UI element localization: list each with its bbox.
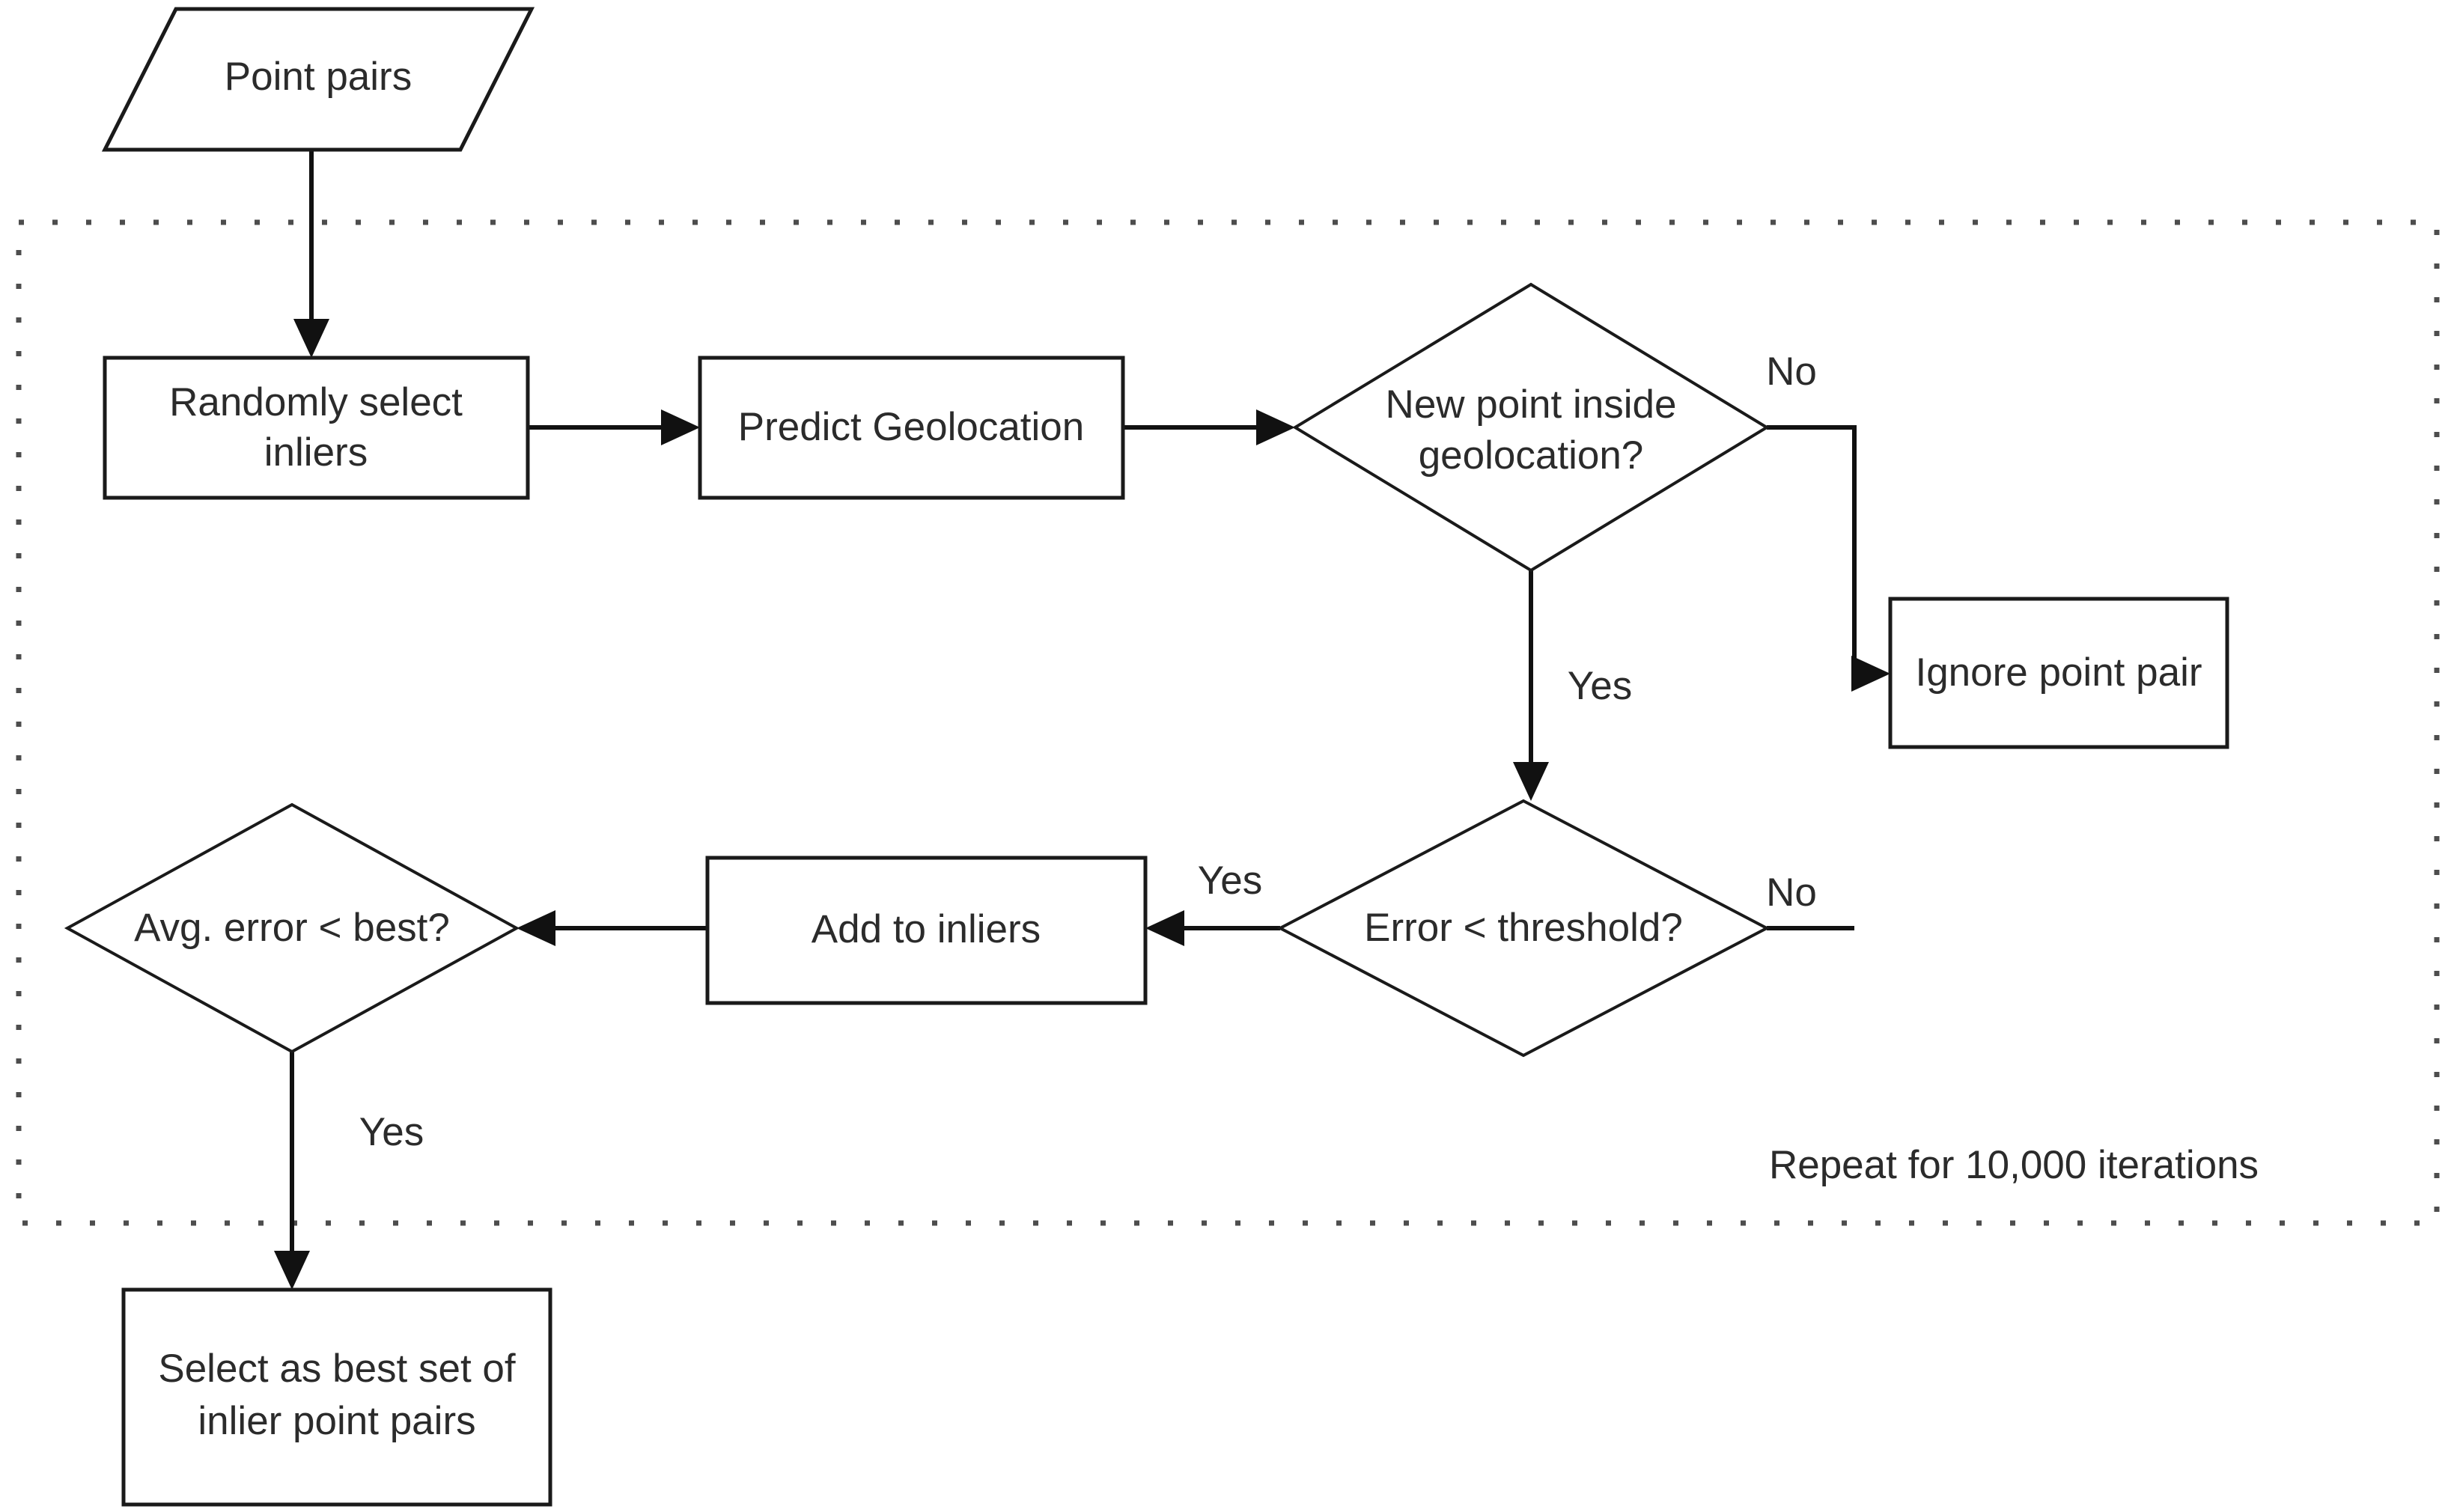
node-error-threshold-label: Error < threshold? — [1364, 906, 1683, 950]
node-select-best-set-label-line1: Select as best set of — [158, 1347, 516, 1391]
node-add-to-inliers-label: Add to inliers — [812, 907, 1041, 951]
node-randomly-select-inliers-label-line1: Randomly select — [169, 380, 463, 424]
node-ignore-point-pair[interactable] — [1888, 597, 2229, 749]
node-select-best-set-label-line2: inlier point pairs — [198, 1399, 475, 1443]
edge-label-avg-yes: Yes — [359, 1110, 424, 1154]
node-point-pairs-label: Point pairs — [225, 55, 412, 99]
node-avg-error-best[interactable] — [64, 802, 520, 1054]
node-predict-geolocation-label: Predict Geolocation — [738, 405, 1085, 449]
arrowhead-pointpairs-to-select — [293, 319, 329, 358]
loop-region-border — [16, 219, 2440, 1226]
node-predict-geolocation[interactable] — [698, 356, 1125, 500]
arrowhead-errorcheck-yes-to-addinliers — [1145, 910, 1184, 946]
edge-label-geolocation-no: No — [1766, 350, 1817, 394]
arrowhead-geocheck-yes-to-errorcheck — [1513, 762, 1549, 801]
edge-label-error-yes: Yes — [1198, 859, 1262, 903]
node-randomly-select-inliers[interactable] — [103, 356, 530, 500]
node-error-threshold[interactable] — [1276, 799, 1771, 1058]
node-new-point-inside-geolocation-label-line1: New point inside — [1386, 382, 1677, 427]
arrowhead-geocheck-no-to-ignore — [1851, 656, 1890, 692]
node-ignore-point-pair-label: Ignore point pair — [1915, 650, 2202, 695]
node-add-to-inliers[interactable] — [705, 856, 1148, 1005]
node-randomly-select-inliers-label-line2: inliers — [264, 430, 368, 475]
loop-region-caption: Repeat for 10,000 iterations — [1769, 1143, 2259, 1187]
arrowhead-addinliers-to-avgcheck — [517, 910, 555, 946]
node-new-point-inside-geolocation[interactable] — [1292, 282, 1770, 573]
edge-label-error-no: No — [1766, 871, 1817, 915]
node-point-pairs[interactable] — [101, 7, 535, 152]
arrowhead-avgcheck-yes-to-selectbest — [274, 1251, 310, 1290]
arrowhead-predict-to-geocheck — [1256, 409, 1295, 445]
edge-geocheck-no-to-ignore — [1767, 425, 1873, 676]
arrowhead-select-to-predict — [661, 409, 700, 445]
edge-label-geolocation-yes: Yes — [1568, 664, 1632, 708]
node-select-best-set[interactable] — [121, 1287, 552, 1507]
node-avg-error-best-label: Avg. error < best? — [134, 906, 450, 950]
node-new-point-inside-geolocation-label-line2: geolocation? — [1419, 433, 1644, 478]
